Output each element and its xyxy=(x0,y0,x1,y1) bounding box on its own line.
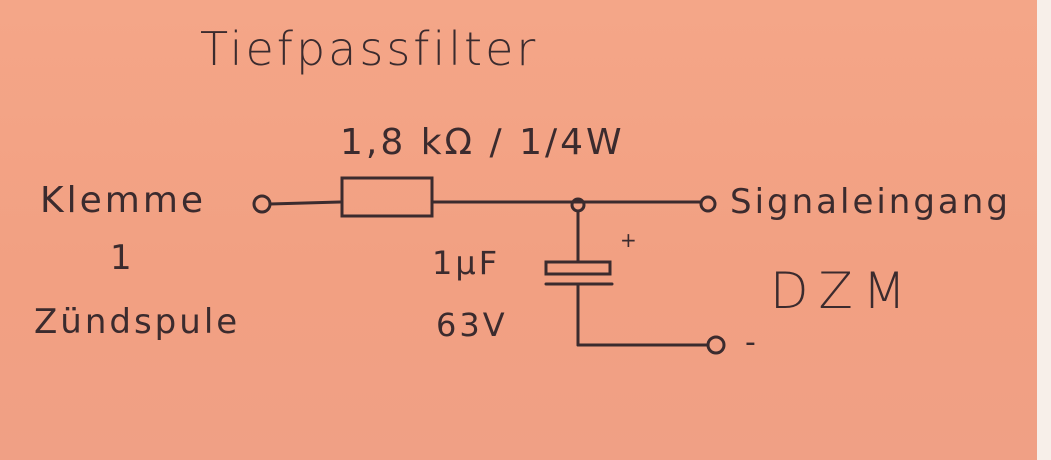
zuendspule-label: Zündspule xyxy=(34,302,241,342)
right-terminal-node xyxy=(699,195,717,213)
resistor-label: 1,8 kΩ / 1/4W xyxy=(340,122,625,163)
terminal-klemme-label: Klemme xyxy=(40,180,207,221)
capacitor-plus-label: + xyxy=(620,228,640,252)
resistor xyxy=(340,176,434,218)
capacitor-voltage-label: 63V xyxy=(436,306,508,344)
device-label: DZM xyxy=(770,262,916,320)
diagram-title: Tiefpassfilter xyxy=(200,22,539,76)
left-terminal-node xyxy=(252,194,272,214)
capacitor-plate-top xyxy=(544,260,612,276)
minus-terminal-node xyxy=(706,335,726,355)
wire-left xyxy=(268,200,342,206)
signal-input-label: Signaleingang xyxy=(730,182,1011,222)
paper-edge xyxy=(1037,0,1051,460)
minus-terminal-label: - xyxy=(745,325,759,360)
terminal-number-label: 1 xyxy=(110,238,135,278)
capacitor-value-label: 1µF xyxy=(432,244,501,282)
